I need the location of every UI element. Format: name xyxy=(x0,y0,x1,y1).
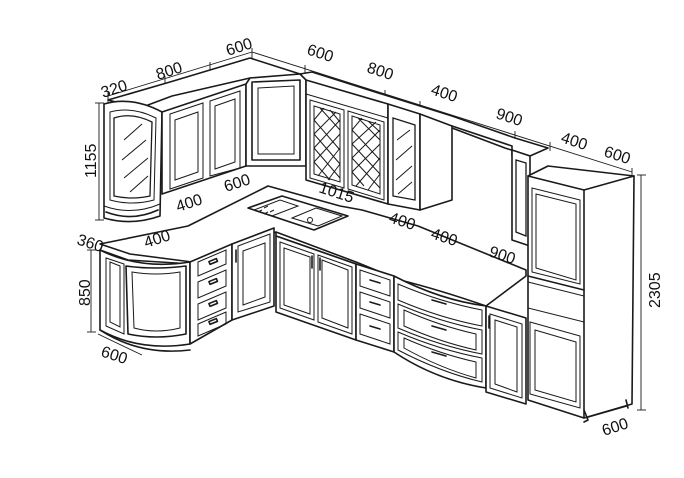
dim-upper-mid-b: 800 xyxy=(365,60,396,84)
base-cabinets xyxy=(99,185,527,405)
dim-upper-mid-a: 600 xyxy=(305,42,336,66)
dim-upper-hood: 400 xyxy=(429,82,460,106)
dim-tall-bottom-depth: 600 xyxy=(600,415,631,439)
dim-tall-height: 2305 xyxy=(647,272,664,308)
corner-glass-panel xyxy=(113,115,153,199)
dim-upper-height: 1155 xyxy=(83,143,100,178)
dim-upper-right: 900 xyxy=(494,106,525,130)
dim-base-depth-b: 600 xyxy=(222,171,253,195)
upper-cabinets xyxy=(103,57,549,247)
dim-upper-corner-width: 600 xyxy=(224,35,255,59)
dim-tall-depth: 600 xyxy=(602,144,633,168)
dim-base-height: 850 xyxy=(77,279,94,306)
dim-base-corner-depth: 360 xyxy=(75,232,106,256)
dim-base-depth-a: 400 xyxy=(174,191,205,215)
sink xyxy=(247,195,349,231)
tall-unit xyxy=(527,165,635,423)
lattice-pattern xyxy=(313,105,381,195)
